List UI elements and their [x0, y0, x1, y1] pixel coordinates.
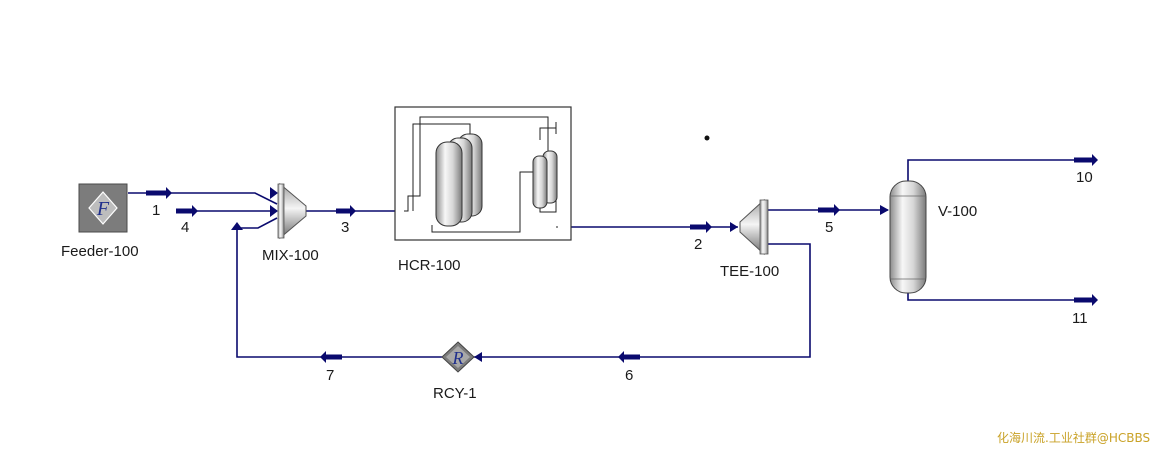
arrow-recycle-in-icon: [474, 352, 482, 362]
stream-label-11: 11: [1072, 310, 1088, 327]
recycle-label: RCY-1: [433, 385, 477, 402]
feeder-label: Feeder-100: [61, 243, 139, 260]
arrow-stream-6-icon: [618, 351, 640, 363]
separator-unit[interactable]: [889, 180, 927, 294]
stream-label-1: 1: [152, 202, 160, 219]
arrow-mixer-in-3-icon: [231, 222, 243, 230]
stream-label-3: 3: [341, 219, 349, 236]
mixer-label: MIX-100: [262, 247, 319, 264]
stream-label-2: 2: [694, 236, 702, 253]
feeder-unit[interactable]: F: [78, 183, 128, 233]
tee-unit[interactable]: [739, 198, 769, 256]
separator-label: V-100: [938, 203, 977, 220]
stream-label-10: 10: [1076, 169, 1093, 186]
stream-label-4: 4: [181, 219, 189, 236]
recycle-unit[interactable]: R: [441, 341, 475, 373]
arrow-stream-1-icon: [146, 187, 172, 199]
arrow-tee-in-icon: [730, 222, 738, 232]
recycle-letter: R: [452, 348, 464, 368]
flow-arrows: [146, 154, 1098, 363]
arrow-stream-2-icon: [690, 221, 712, 233]
reactor-unit[interactable]: [394, 106, 572, 241]
stream-label-5: 5: [825, 219, 833, 236]
stream-10-line[interactable]: [907, 159, 1096, 185]
stream-label-7: 7: [326, 367, 334, 384]
feeder-diamond-icon: [88, 191, 118, 225]
arrow-stream-11-icon: [1074, 294, 1098, 306]
reactor-label: HCR-100: [398, 257, 461, 274]
tee-label: TEE-100: [720, 263, 779, 280]
stream-6-line[interactable]: [474, 243, 811, 358]
arrow-mixer-in-2-icon: [270, 205, 278, 217]
stream-labels: 1 4 3 2 5 10 11 6 7: [152, 169, 1093, 384]
feeder-letter: F: [96, 198, 110, 220]
arrow-stream-4-icon: [176, 205, 198, 217]
arrow-sep-in-icon: [880, 205, 889, 215]
canvas-dot: [704, 135, 710, 141]
arrow-stream-3-icon: [336, 205, 356, 217]
watermark: 化海川流.工业社群@HCBBS: [997, 430, 1150, 445]
mixer-unit[interactable]: [277, 182, 307, 240]
unit-labels: Feeder-100 MIX-100 HCR-100 TEE-100 V-100…: [61, 203, 977, 402]
arrow-mixer-in-1-icon: [270, 187, 278, 199]
stream-label-6: 6: [625, 367, 633, 384]
arrow-stream-10-icon: [1074, 154, 1098, 166]
arrow-stream-5-icon: [818, 204, 840, 216]
stream-11-line[interactable]: [907, 292, 1096, 301]
arrow-stream-7-icon: [320, 351, 342, 363]
